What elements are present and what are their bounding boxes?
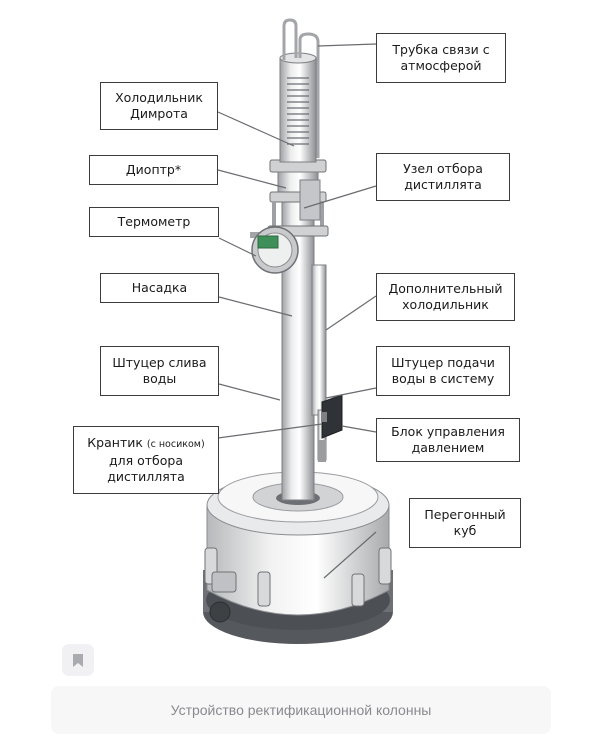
label-water-supply-fitting: Штуцер подачи воды в систему [376, 346, 510, 396]
label-nozzle: Насадка [100, 273, 219, 303]
label-thermometer: Термометр [89, 207, 219, 237]
tap-label-note: (с носиком) [146, 439, 205, 450]
label-atmosphere-tube: Трубка связи с атмосферой [376, 33, 506, 83]
tap [318, 412, 327, 462]
leader-lines [217, 43, 377, 579]
label-dimroth-cooler: Холодильник Димрота [100, 82, 218, 130]
label-pressure-block: Блок управления давлением [376, 418, 520, 462]
distillation-cube [203, 471, 393, 644]
tap-label-line1: Крантик [87, 435, 143, 450]
dimroth-cooler [279, 18, 320, 163]
thermometer [250, 226, 299, 274]
bookmark-button[interactable] [62, 644, 94, 676]
label-drain-fitting: Штуцер слива воды [100, 346, 219, 396]
figure-caption: Устройство ректификационной колонны [51, 686, 551, 734]
label-diopter: Диоптр* [89, 155, 218, 185]
tap-label-line2: для отбора дистиллята [107, 453, 185, 484]
label-distillation-cube: Перегонный куб [409, 498, 521, 548]
label-tap: Крантик (с носиком) для отбора дистиллят… [73, 426, 219, 494]
label-extra-cooler: Дополнительный холодильник [376, 273, 515, 321]
bookmark-icon [73, 653, 83, 667]
pressure-block [321, 394, 343, 439]
label-distillate-node: Узел отбора дистиллята [376, 153, 510, 201]
